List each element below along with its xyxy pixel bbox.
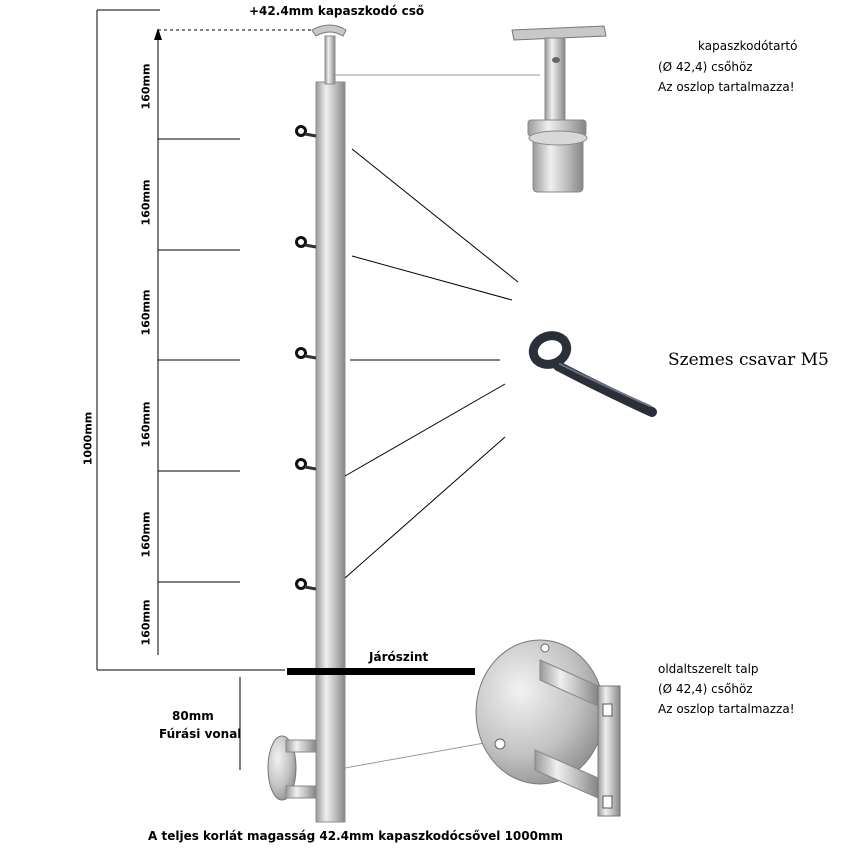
side-mount-line-1: oldaltszerelt talp (658, 662, 759, 676)
eye-bolt-image (528, 331, 657, 417)
eye-bolt-5 (295, 578, 307, 590)
post-tube (315, 81, 346, 823)
post-top-saddle (311, 24, 347, 37)
dimension-arrow-head (154, 28, 162, 40)
eye-bolt-3 (295, 347, 307, 359)
segment-label-3: 160mm (139, 289, 153, 336)
eye-bolt-2 (295, 236, 307, 248)
floor-level-label: Járószint (369, 650, 429, 664)
eye-bolt-shanks (304, 132, 317, 591)
segment-label-1: 160mm (139, 63, 153, 110)
side-mount-image (475, 639, 621, 817)
side-mount-line-3: Az oszlop tartalmazza! (658, 702, 795, 716)
post-base-mount (267, 735, 317, 801)
handrail-holder-line-2: (Ø 42,4) csőhöz (658, 60, 753, 74)
segment-label-5: 160mm (139, 511, 153, 558)
leader-side-mount (344, 741, 491, 769)
segment-label-4: 160mm (139, 401, 153, 448)
post (311, 24, 540, 823)
dimension-lines (96, 9, 320, 770)
post-base-arm-upper (285, 739, 317, 753)
eye-bolt-leaders (344, 148, 519, 579)
handrail-holder-line-1: kapaszkodótartó (698, 39, 798, 53)
top-handrail-label: +42.4mm kapaszkodó cső (249, 4, 425, 18)
handrail-holder-line-3: Az oszlop tartalmazza! (658, 80, 795, 94)
bottom-caption: A teljes korlát magasság 42.4mm kapaszko… (148, 829, 563, 843)
eye-bolt-1 (295, 125, 307, 137)
floor-level-bar (287, 668, 475, 675)
post-base-arm-lower (285, 785, 317, 799)
post-top-pin (324, 35, 336, 85)
segment-label-6: 160mm (139, 599, 153, 646)
handrail-holder-image (511, 25, 607, 193)
post-eye-bolts (295, 125, 307, 590)
eye-bolt-label: Szemes csavar M5 (668, 350, 829, 370)
total-height-label: 1000mm (81, 411, 95, 466)
segment-label-2: 160mm (139, 179, 153, 226)
side-mount-line-2: (Ø 42,4) csőhöz (658, 682, 753, 696)
drill-label-distance: 80mm (172, 709, 214, 723)
eye-bolt-4 (295, 458, 307, 470)
drill-label-line: Fúrási vonal (159, 727, 242, 741)
